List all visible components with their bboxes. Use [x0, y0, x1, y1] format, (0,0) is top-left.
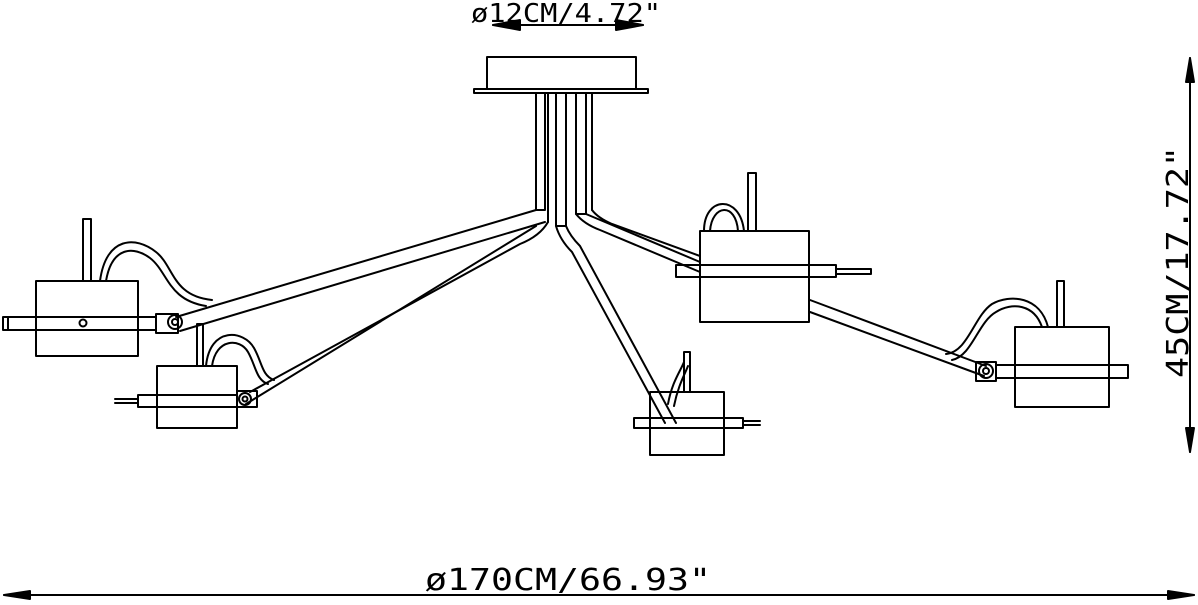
lamp-inner-left-joint-pin — [241, 395, 249, 403]
overall-arrow-right — [1167, 590, 1195, 600]
lamp-far-left-shade — [35, 280, 139, 357]
lamp-far-right-cable-inner — [951, 305, 1043, 361]
lamp-far-right — [945, 280, 1129, 408]
overall-arrow-left — [3, 590, 31, 600]
arm-far-left-top — [175, 209, 537, 318]
stem-3 — [555, 92, 567, 227]
stem-1 — [535, 92, 546, 211]
lamp-far-right-shade — [1014, 326, 1110, 408]
arm-right-upper-top — [575, 213, 701, 273]
lamp-far-left-screw — [78, 318, 88, 328]
height-arrow-top — [1185, 57, 1195, 83]
lamp-inner-left-bar — [137, 394, 238, 408]
lamp-inner-left — [114, 323, 275, 429]
lamp-inner-left-post — [196, 323, 204, 367]
lamp-far-right-cable-outer — [945, 297, 1049, 355]
canopy-box — [486, 56, 637, 90]
overall-dimension-label: ø170CM/66.93" — [425, 563, 711, 598]
height-dimension: 45CM/17.72" — [1161, 57, 1196, 453]
lamp-far-left-post — [82, 218, 92, 282]
canopy-dimension: ø12CM/4.72" — [471, 0, 661, 31]
lamp-bottom-post — [683, 351, 691, 393]
arm-far-left-bottom — [179, 221, 546, 332]
lamp-right-upper-rod — [835, 268, 872, 275]
lamp-far-left-bracket — [155, 313, 179, 334]
arm-far-right-top — [809, 299, 987, 367]
arm-inner-left-top — [249, 221, 549, 393]
lamp-far-left — [2, 218, 213, 357]
arm-bottom-right — [565, 225, 677, 424]
lamp-inner-left-bracket — [236, 390, 258, 408]
arm-right-upper-bottom — [585, 213, 701, 263]
lamp-far-left-joint-pin — [171, 318, 179, 326]
lamp-bottom-cable-inner — [673, 365, 689, 407]
ceiling-canopy — [473, 56, 649, 94]
stem-4 — [575, 92, 587, 215]
lamp-far-left-cable-outer — [99, 241, 213, 301]
lamp-inner-left-shade — [156, 365, 238, 429]
lamp-bottom-cable-outer — [667, 361, 685, 405]
lamp-right-upper-post — [747, 172, 757, 232]
lamp-bottom-shade — [649, 391, 725, 456]
lamp-far-left-cable-inner — [105, 249, 207, 307]
lamp-right-upper — [675, 172, 872, 323]
arm-inner-left-bottom — [245, 225, 537, 405]
lamp-far-right-bracket — [975, 361, 997, 382]
arms — [175, 209, 987, 424]
lamp-right-upper-cable-inner — [709, 209, 739, 232]
lamp-bottom — [633, 351, 761, 456]
overall-dimension: ø170CM/66.93" — [3, 563, 1195, 600]
lamp-inner-left-cable-outer — [205, 334, 275, 381]
lamp-bottom-bar — [633, 417, 744, 429]
lamp-far-right-joint-pin — [982, 367, 990, 375]
height-dimension-label: 45CM/17.72" — [1161, 146, 1196, 378]
canopy-plate — [473, 88, 649, 94]
canopy-arrow-right — [615, 19, 644, 31]
height-arrow-bottom — [1185, 427, 1195, 453]
arm-far-right-bottom — [809, 311, 985, 377]
canopy-arrow-left — [492, 19, 521, 31]
central-stems — [535, 92, 593, 227]
lamp-inner-left-joint — [238, 392, 252, 406]
lamp-right-upper-cable-outer — [703, 203, 745, 232]
arm-bottom-left — [555, 225, 666, 424]
lamp-far-right-joint — [978, 363, 994, 379]
canopy-dimension-label: ø12CM/4.72" — [471, 0, 661, 29]
arm-right-upper-outer — [591, 209, 701, 257]
lamp-far-right-post — [1056, 280, 1065, 328]
lamp-far-left-joint — [167, 314, 183, 330]
lamp-inner-left-cable-inner — [211, 341, 269, 385]
